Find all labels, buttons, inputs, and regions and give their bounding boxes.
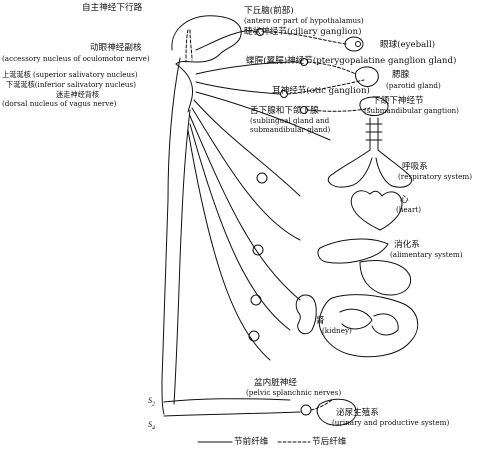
liver-drawing [317, 238, 389, 264]
legend-pre-label: 节前纤维 [234, 437, 269, 447]
stomach-drawing [359, 260, 412, 296]
brainstem-outline [175, 63, 193, 113]
urinary-label-en: (urinary and productive system) [332, 418, 450, 427]
post-otic [287, 79, 365, 95]
post-submand [307, 107, 371, 112]
post-ciliary [263, 31, 347, 45]
hypothalamus-label-cn: 下丘脑(前部) [244, 6, 294, 16]
fiber-vagus-5 [189, 123, 291, 331]
lungs-drawing [327, 149, 412, 188]
ganglion-pelvic [300, 404, 312, 416]
oculomotor-label-cn: 动眼神经副核 [90, 43, 142, 53]
spinal-cord-outline-inner [173, 109, 191, 405]
sublingual-label-en-2: submandibular gland) [250, 125, 331, 134]
fiber-sacral-2 [163, 411, 301, 417]
vagus-label-cn: 迷走神经背核 [56, 90, 100, 99]
ganglion-thoracic-2 [252, 244, 264, 256]
legend-post-label: 节后纤维 [312, 437, 347, 447]
sacral-s4-label: S4 [148, 420, 155, 432]
sacral-s2-label: S2 [148, 396, 155, 408]
post-pelvic [310, 399, 333, 411]
intestine-drawing [318, 294, 419, 358]
ganglion-thoracic-1 [256, 172, 268, 184]
s4-sub: 4 [152, 425, 155, 432]
pelvic-nerves-label-cn: 盆内脏神经 [254, 378, 297, 388]
submandibular-ganglion-label-en: (submandibular gangtion) [364, 106, 459, 115]
fiber-oculomotor [195, 30, 257, 51]
fiber-vagus-4 [189, 115, 301, 301]
eyeball-drawing [344, 36, 364, 52]
pterygopalatine-label: 蝶腭(翼腭)神经节(pterygopalatine ganglion gland… [246, 56, 457, 66]
hypothalamus-label-en: (antero or part of hypothalamus) [244, 16, 364, 25]
respiratory-label-cn: 呼吸系 [402, 162, 428, 172]
trachea-drawing [365, 117, 383, 151]
heart-drawing [350, 190, 403, 231]
alimentary-label-cn: 消化系 [394, 240, 420, 250]
descending-pathway-label: 自主神经下行路 [82, 3, 143, 13]
heart-label-cn: 心 [400, 195, 409, 205]
ciliary-ganglion-label: 睫状神经节(ciliary ganglion) [244, 27, 362, 37]
intestine-coils [339, 308, 399, 336]
parotid-drawing [355, 66, 379, 87]
ganglion-thoracic-4 [248, 330, 260, 342]
sublingual-label-cn: 舌下腺和下颌下腺 [250, 106, 319, 116]
bladder-drawing [316, 398, 357, 426]
fiber-inf-saliv [195, 81, 281, 95]
superior-salivatory-label: 上涎涎核 (superior salivatory nucleus) [2, 70, 138, 79]
sublingual-label-en-1: (sublingual gland and [250, 116, 330, 125]
kidney-drawing [295, 294, 317, 335]
parotid-label-cn: 腮腺 [392, 70, 410, 80]
fiber-vagus-2 [193, 99, 301, 197]
heart-label-en: (heart) [396, 205, 422, 214]
fiber-sacral-1 [163, 398, 291, 403]
s2-sub: 2 [152, 401, 155, 408]
oculomotor-label-en: (accessory nucleus of oculomotor nerve) [2, 54, 150, 63]
eyeball-label: 眼球(eyeball) [380, 40, 436, 50]
fiber-vagus-6 [187, 129, 271, 361]
alimentary-label-en: (alimentary system) [390, 250, 463, 259]
pelvic-nerves-label-en: (pelvic splanchnic nerves) [246, 388, 342, 397]
fiber-vagus-1 [195, 91, 331, 141]
post-pterygo [307, 61, 357, 75]
otic-ganglion-label: 耳神经节(otic ganglion) [272, 86, 370, 96]
s2-letter: S [148, 396, 152, 405]
inferior-salivatory-label: 下涎涎核(inferior salivatory nucleus) [6, 80, 137, 89]
spinal-cord-outline [161, 57, 181, 415]
fiber-sup-saliv [195, 61, 301, 75]
kidney-label-cn: 肾 [316, 316, 325, 326]
fiber-vagus-3 [191, 107, 301, 241]
s4-letter: S [148, 420, 152, 429]
descending-pathway [185, 29, 193, 63]
vagus-label-en: (dorsal nucleus of vagus nerve) [2, 99, 117, 108]
ganglion-thoracic-3 [250, 294, 262, 306]
submandibular-drawing [359, 96, 389, 117]
parotid-label-en: (parotid gland) [386, 81, 441, 90]
kidney-label-en: (kidney) [322, 326, 352, 335]
submandibular-ganglion-label-cn: 下颌下神经节 [372, 96, 424, 106]
brain-outline [171, 15, 242, 65]
eyeball-pupil [355, 41, 361, 47]
urinary-label-cn: 泌尿生殖系 [336, 408, 379, 418]
respiratory-label-en: (respiratory system) [398, 172, 472, 181]
